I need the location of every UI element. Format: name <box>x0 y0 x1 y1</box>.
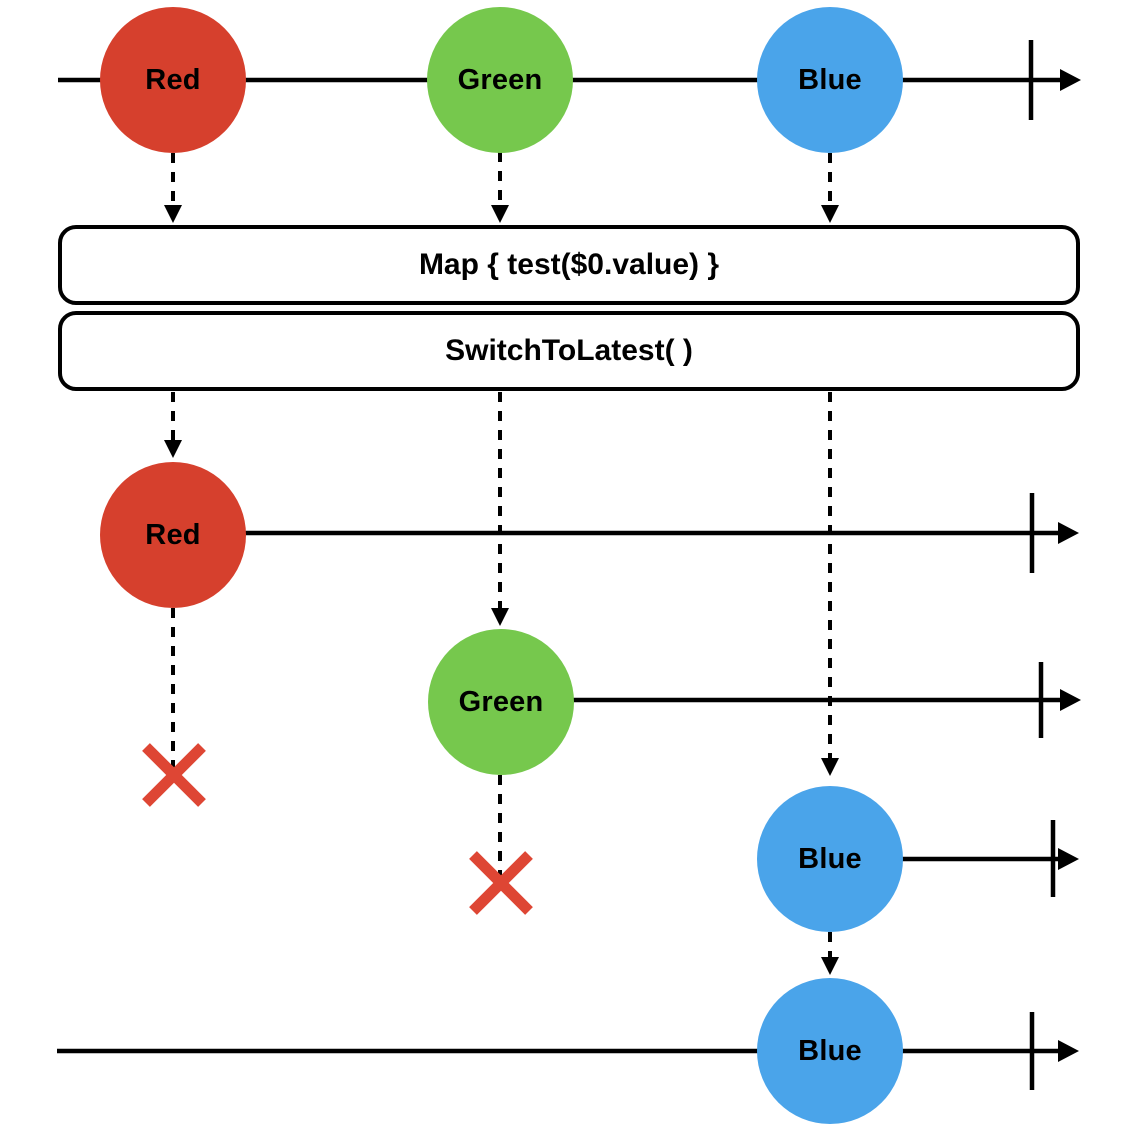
dashed-arrow-red-to-map <box>164 153 182 223</box>
x-stroke <box>469 851 533 915</box>
arrowhead-icon <box>1058 522 1079 544</box>
red-output-timeline <box>173 493 1079 573</box>
marble-blue-result: Blue <box>757 978 903 1124</box>
operator-switchtolatest: SwitchToLatest( ) <box>58 311 1080 391</box>
marble-red-inner: Red <box>100 462 246 608</box>
arrowhead-icon <box>1060 69 1081 91</box>
dashed-arrow-green-to-map <box>491 152 509 223</box>
arrowhead-icon <box>821 205 839 223</box>
dashed-arrow-blue-to-result <box>821 932 839 975</box>
arrowhead-icon <box>821 758 839 776</box>
operator-label: Map { test($0.value) } <box>418 248 720 281</box>
marble-label: Blue <box>798 842 862 875</box>
dashed-arrow-to-green-publisher <box>491 392 509 626</box>
marble-label: Red <box>145 518 201 551</box>
green-output-timeline <box>501 662 1081 738</box>
arrowhead-icon <box>491 608 509 626</box>
operator-label: SwitchToLatest( ) <box>445 334 693 367</box>
cancel-x-green-icon <box>469 851 533 915</box>
marble-red-source: Red <box>100 7 246 153</box>
dashed-arrow-to-blue-publisher <box>821 392 839 776</box>
cancel-x-red-icon <box>142 743 206 807</box>
arrowhead-icon <box>1058 848 1079 870</box>
marble-label: Green <box>458 685 544 718</box>
result-timeline <box>57 1012 1079 1090</box>
marble-label: Green <box>457 63 543 96</box>
arrowhead-icon <box>164 205 182 223</box>
dashed-arrow-to-red-publisher <box>164 392 182 458</box>
arrowhead-icon <box>821 957 839 975</box>
marble-blue-inner: Blue <box>757 786 903 932</box>
arrowhead-icon <box>164 440 182 458</box>
arrowhead-icon <box>1060 689 1081 711</box>
marble-green-inner: Green <box>428 629 574 775</box>
arrowhead-icon <box>1058 1040 1079 1062</box>
marble-green-source: Green <box>427 7 573 153</box>
dashed-arrow-blue-to-map <box>821 153 839 223</box>
x-stroke <box>142 743 206 807</box>
marble-label: Blue <box>798 63 862 96</box>
operator-map: Map { test($0.value) } <box>58 225 1080 305</box>
arrowhead-icon <box>491 205 509 223</box>
marble-label: Red <box>145 63 201 96</box>
marble-label: Blue <box>798 1034 862 1067</box>
marble-blue-source: Blue <box>757 7 903 153</box>
